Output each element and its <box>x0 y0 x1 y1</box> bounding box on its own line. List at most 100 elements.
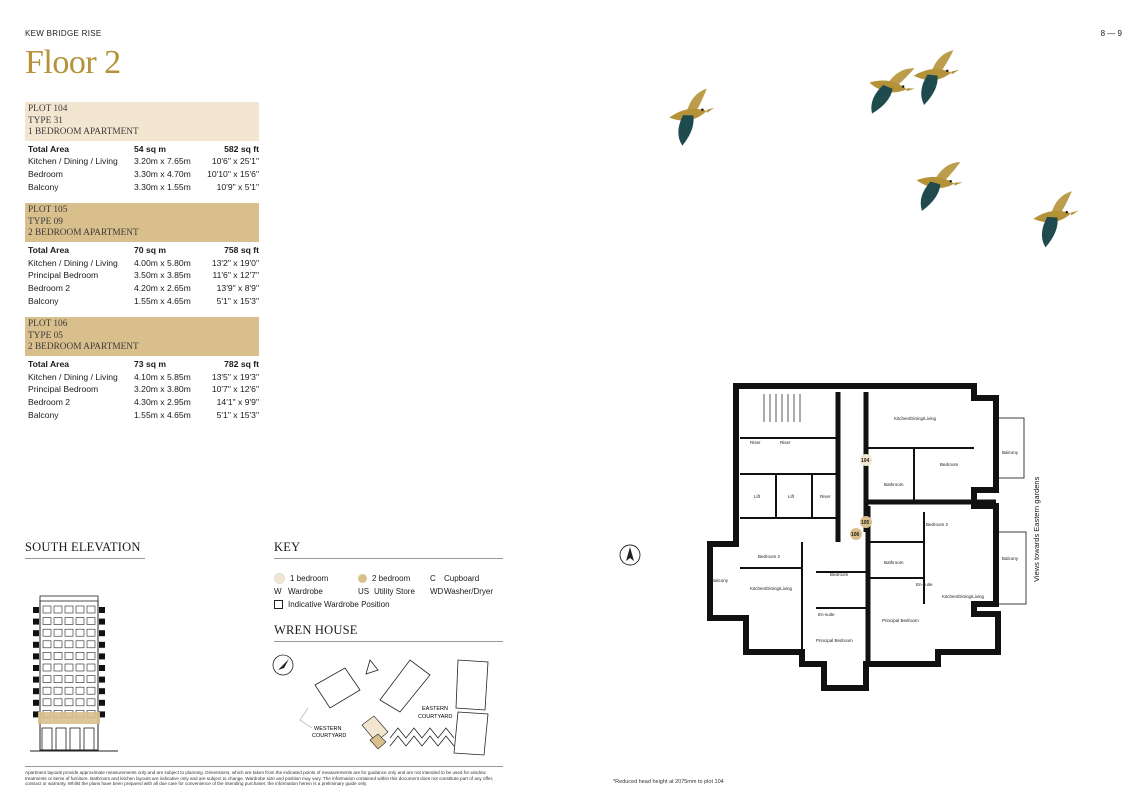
elevation-window <box>53 640 63 649</box>
elevation-balcony <box>33 607 39 613</box>
room-name: Balcony <box>28 181 59 192</box>
room-metric: 3.30m x 1.55m <box>134 181 191 192</box>
plot-description: 1 BEDROOM APARTMENT <box>28 127 139 137</box>
room-imperial: 13'2" x 19'0" <box>211 257 259 268</box>
elevation-window <box>53 652 63 660</box>
bird-icon <box>913 50 960 105</box>
room-metric: 1.55m x 4.65m <box>134 295 191 306</box>
room-imperial: 13'9" x 8'9" <box>216 282 259 293</box>
key-washer: Washer/Dryer <box>444 587 494 596</box>
elevation-window <box>42 652 52 660</box>
room-metric: 4.30m x 2.95m <box>134 396 191 407</box>
plot-plot: PLOT 105 <box>28 205 68 216</box>
key-one-bedroom: 1 bedroom <box>290 574 329 583</box>
elevation-window <box>64 663 74 672</box>
room-imperial: 10'10" x 15'6" <box>207 168 259 179</box>
plan-label-bathroom-106: Bedroom <box>830 572 849 577</box>
room-name: Total Area <box>28 244 70 255</box>
elevation-window <box>75 686 85 695</box>
plan-label-bathroom-104: Bathroom <box>884 482 904 487</box>
elevation-window <box>75 698 85 707</box>
plot-plot: PLOT 104 <box>28 104 68 114</box>
room-name: Principal Bedroom <box>28 384 99 395</box>
plan-label-bedroom-104: Bedroom <box>940 462 959 467</box>
elevation-window <box>64 652 74 660</box>
plot-type: TYPE 31 <box>28 115 63 126</box>
elevation-window <box>64 675 74 683</box>
elevation-balcony <box>99 676 105 683</box>
elevation-window <box>86 640 96 649</box>
site-plan: WESTERN COURTYARD EASTERN COURTYARD <box>272 654 489 756</box>
elevation-balcony <box>33 618 39 625</box>
elevation-balcony <box>33 711 39 718</box>
bird-icon <box>669 88 715 146</box>
elevation-window <box>42 605 52 614</box>
plan-label-riser-2: Riser <box>780 440 791 445</box>
one-bedroom-swatch <box>274 573 285 584</box>
elevation-window <box>53 663 63 672</box>
floor-title: Floor 2 <box>25 44 121 81</box>
plan-label-lift-1: Lift <box>754 494 761 499</box>
room-imperial: 10'6" x 25'1" <box>211 156 259 167</box>
room-name: Total Area <box>28 143 70 154</box>
western-courtyard-label-2: COURTYARD <box>312 733 346 739</box>
wardrobe-position-square <box>274 600 283 609</box>
eastern-courtyard-label-2: COURTYARD <box>418 714 452 720</box>
room-metric: 4.20m x 2.65m <box>134 282 191 293</box>
key-wardrobe: Wardrobe <box>288 587 323 596</box>
birds-illustration <box>669 50 1079 248</box>
plan-label-ensuite-105: En-suite <box>916 582 933 587</box>
elevation-window <box>42 617 52 625</box>
elevation-window <box>86 686 96 695</box>
room-imperial: 5'1" x 15'3" <box>216 409 259 420</box>
elevation-window <box>53 698 63 707</box>
brand-name: KEW BRIDGE RISE <box>25 29 102 38</box>
plot-marker-104: 104 <box>861 458 870 464</box>
plan-label-bedroom2-105: Bedroom 2 <box>926 522 949 527</box>
floor-plan: Kitchen/Dining/Living Bedroom Bathroom B… <box>707 383 1027 691</box>
room-name: Bedroom 2 <box>28 282 71 293</box>
plan-label-riser-3: Riser <box>820 494 831 499</box>
elevation-window <box>42 640 52 649</box>
room-name: Bedroom 2 <box>28 396 71 407</box>
elevation-balcony <box>99 641 105 648</box>
footnote: *Reduced head height at 2075mm to plot 1… <box>613 779 724 785</box>
plan-label-balcony-106: Balcony <box>712 578 729 583</box>
elevation-balcony <box>99 711 105 718</box>
room-metric: 3.20m x 7.65m <box>134 156 191 167</box>
south-elevation-title: SOUTH ELEVATION <box>25 540 145 559</box>
elevation-window <box>75 675 85 683</box>
elevation-balcony <box>33 665 39 671</box>
elevation-window <box>42 628 52 637</box>
room-metric: 3.30m x 4.70m <box>134 168 191 179</box>
elevation-window <box>75 605 85 614</box>
western-courtyard-label: WESTERN <box>314 726 342 732</box>
compass-icon <box>619 544 641 566</box>
room-row: Balcony 3.30m x 1.55m 10'9" x 5'1" <box>25 181 259 194</box>
elevation-window <box>53 617 63 625</box>
room-name: Balcony <box>28 295 59 306</box>
room-metric: 4.10m x 5.85m <box>134 371 191 382</box>
elevation-window <box>42 686 52 695</box>
elevation-balcony <box>33 653 39 660</box>
elevation-window <box>75 617 85 625</box>
eastern-courtyard-label: EASTERN <box>422 706 448 712</box>
plan-label-principal-106: Principal Bedroom <box>816 638 853 643</box>
bird-icon <box>869 68 915 114</box>
elevation-window <box>53 675 63 683</box>
room-imperial: 10'9" x 5'1" <box>216 181 259 192</box>
elevation-window <box>86 663 96 672</box>
